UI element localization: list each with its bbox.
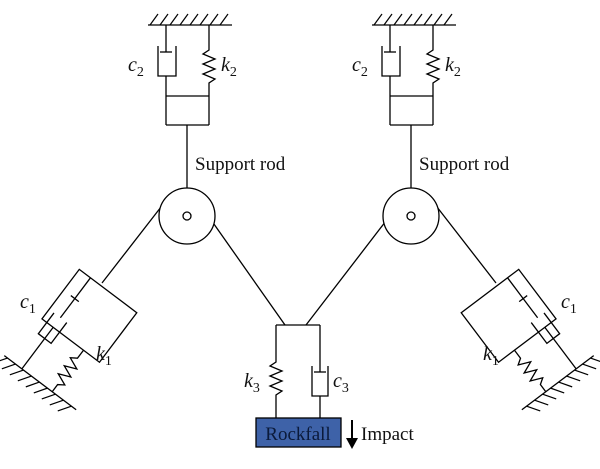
impact-label: Impact [361, 424, 414, 445]
top-left-damper-label: c2 [128, 54, 144, 80]
left-ground-hatch [0, 357, 72, 412]
rockfall-label: Rockfall [265, 424, 330, 445]
top-right-damper [381, 25, 401, 96]
bottom-damper [311, 352, 329, 418]
bottom-spring [268, 352, 284, 418]
right-pulley [382, 187, 440, 245]
top-right-spring [425, 25, 441, 96]
left-spring [51, 349, 85, 393]
left-pulley-pin [182, 211, 192, 221]
top-left-ground-hatch [148, 13, 232, 26]
left-anchor-assembly [0, 268, 138, 412]
right-damper-label: c1 [561, 291, 577, 317]
left-damper [37, 277, 91, 346]
top-left-spring [201, 25, 217, 96]
right-pulley-pin [406, 211, 416, 221]
left-spring-label: k1 [96, 343, 112, 369]
right-support-rod-label: Support rod [419, 154, 510, 175]
top-left-damper [157, 25, 177, 96]
cable-right-pulley-to-center [305, 216, 390, 326]
cable-left-pulley-to-left-box [101, 206, 162, 284]
left-pulley [158, 187, 216, 245]
bottom-damper-label: c3 [333, 370, 349, 396]
right-anchor-assembly [460, 268, 600, 412]
left-damper-label: c1 [20, 291, 36, 317]
top-right-spring-label: k2 [445, 54, 461, 80]
bottom-assembly: k3 c3 [244, 324, 349, 418]
right-ground-hatch [526, 357, 600, 412]
cable-right-pulley-to-right-box [436, 206, 497, 284]
right-spring-label: k1 [483, 343, 499, 369]
bottom-spring-label: k3 [244, 370, 260, 396]
top-right-ground-hatch [372, 13, 456, 26]
right-spring [513, 349, 547, 393]
rockfall-block [255, 417, 342, 448]
top-left-support: c2 k2 [128, 13, 237, 126]
left-support-rod-label: Support rod [195, 154, 286, 175]
cable-left-pulley-to-center [208, 216, 286, 326]
impact-arrow-icon [346, 420, 358, 449]
top-right-damper-label: c2 [352, 54, 368, 80]
top-left-spring-label: k2 [221, 54, 237, 80]
right-damper [507, 277, 561, 346]
top-right-support: c2 k2 [352, 13, 461, 126]
